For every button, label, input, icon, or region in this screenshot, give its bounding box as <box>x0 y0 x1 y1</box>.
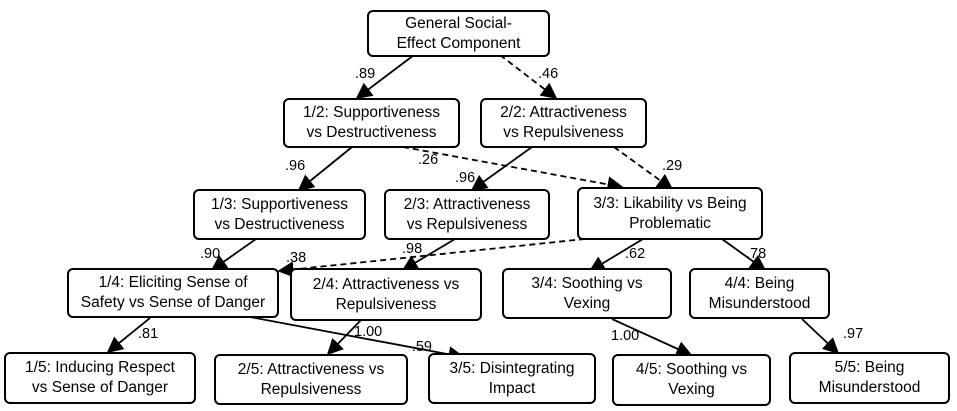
edge-1-4-to-3-5 <box>249 316 465 363</box>
edge-2-4-to-2-5 <box>326 319 362 356</box>
edge-3-3-to-1-4 <box>277 238 586 278</box>
edge-label-2-4-to-2-5: 1.00 <box>354 324 383 340</box>
edge-label-general-to-2-2: .46 <box>538 66 559 82</box>
edge-label-3-3-to-3-4: .62 <box>625 246 646 262</box>
edge-label-1-2-to-1-3: .96 <box>285 158 306 174</box>
edge-label-1-4-to-1-5: .81 <box>138 326 159 342</box>
edge-2-3-to-2-4 <box>401 238 456 271</box>
edge-label-3-4-to-4-5: 1.00 <box>611 328 640 344</box>
edge-general-to-2-2 <box>499 54 558 99</box>
edge-label-2-2-to-3-3: .29 <box>662 158 683 174</box>
node-general-social-effect-component: General Social-Effect Component <box>367 10 550 57</box>
edge-3-4-to-4-5 <box>611 318 693 357</box>
edge-1-2-to-3-3 <box>402 146 624 193</box>
edge-4-4-to-5-5 <box>801 318 840 355</box>
edge-2-2-to-3-3 <box>613 146 674 190</box>
edge-label-general-to-1-2: .89 <box>355 66 376 82</box>
edge-label-2-2-to-2-3: .96 <box>455 170 476 186</box>
edge-1-4-to-1-5 <box>106 317 151 354</box>
edge-3-3-to-3-4 <box>588 238 644 272</box>
edge-1-2-to-1-3 <box>297 146 353 192</box>
edge-1-3-to-1-4 <box>210 238 257 271</box>
edge-3-3-to-4-4 <box>721 238 767 271</box>
edge-label-1-4-to-3-5: -.59 <box>407 339 432 355</box>
edge-label-3-3-to-1-4: .38 <box>286 250 307 266</box>
edge-label-1-2-to-3-3: .26 <box>418 152 439 168</box>
edge-general-to-1-2 <box>355 54 415 99</box>
edge-label-2-3-to-2-4: .98 <box>402 241 423 257</box>
edge-label-3-3-to-4-4: .78 <box>746 246 767 262</box>
edge-label-1-3-to-1-4: .90 <box>200 246 221 262</box>
edge-label-4-4-to-5-5: .97 <box>843 326 864 342</box>
edge-2-2-to-2-3 <box>470 146 533 191</box>
